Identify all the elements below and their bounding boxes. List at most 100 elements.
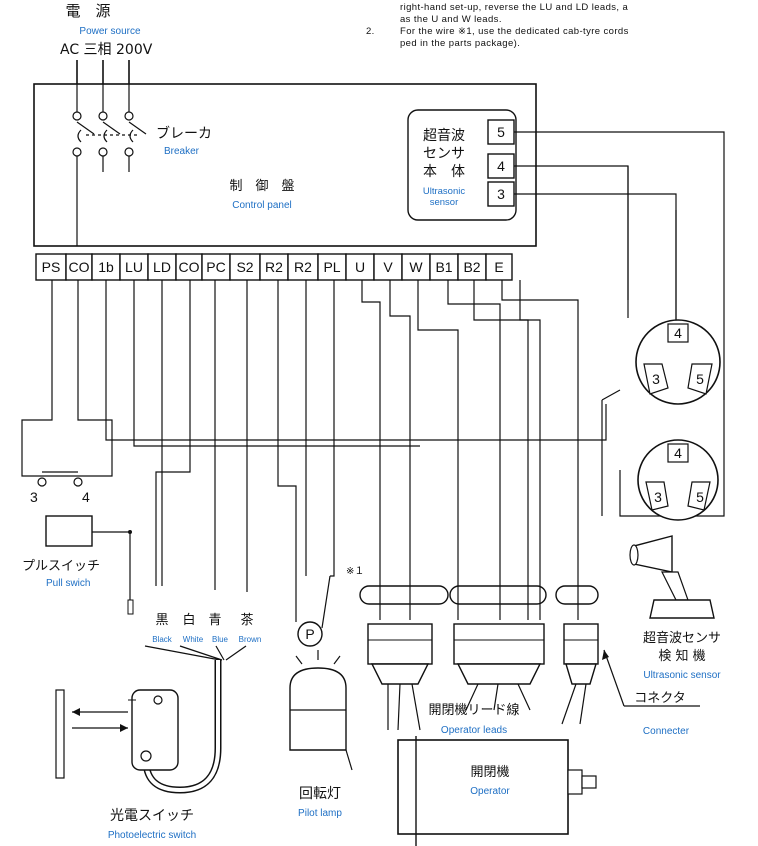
terminal-box-15	[457, 253, 487, 281]
connector-upper: 4 3 5	[635, 319, 721, 405]
sensor-body-jp-line-3: 本 体	[423, 164, 465, 180]
notes: right-hand set-up, reverse the LU and LD…	[366, 2, 629, 49]
operator-en-label: Operator	[470, 786, 510, 797]
terminal-box-16	[485, 253, 513, 281]
wire-color-brown-en: Brown	[239, 635, 262, 644]
power-source: 電 源 Power source AC 三相 200V	[60, 2, 153, 84]
note-line-3: For the wire ※1, use the dedicated cab-t…	[400, 26, 629, 37]
terminal-label-v: V	[383, 259, 393, 275]
sensor-body-en-line-1: Ultrasonic	[423, 186, 465, 197]
photo-switch-en-label: Photoelectric switch	[108, 830, 196, 841]
terminal-label-u: U	[355, 259, 365, 275]
sensor-terminal-3: 3	[497, 186, 505, 202]
ultrasonic-detector-jp-line-1: 超音波センサ	[643, 630, 721, 646]
power-source-en-label: Power source	[79, 26, 141, 37]
connector-lower: 4 3 5	[637, 439, 719, 521]
wire-color-blue-jp: 青	[208, 613, 221, 628]
note-line-2: as the U and W leads.	[400, 14, 502, 25]
sensor-body: 超音波 センサ 本 体 Ultrasonic sensor 5 4 3	[407, 109, 517, 221]
connecter-en-label: Connecter	[643, 726, 690, 737]
terminal-label-w: W	[409, 259, 423, 275]
wire-colors: 黒 白 青 茶 Black White Blue Brown	[144, 612, 262, 661]
terminal-label-s2: S2	[236, 259, 253, 275]
terminal-label-r2: R2	[294, 259, 312, 275]
terminal-label-1b: 1b	[98, 259, 114, 275]
connecter-callout: コネクタ Connecter	[602, 649, 700, 737]
note-line-4: ped in the parts package).	[400, 38, 520, 49]
power-source-jp-label: 電 源	[65, 2, 110, 20]
ultrasonic-detector-jp-line-2: 検 知 機	[658, 648, 705, 664]
connector-upper-pin-top: 4	[674, 325, 682, 341]
connector-lower-pin-top: 4	[674, 445, 682, 461]
breaker-en-label: Breaker	[164, 146, 200, 157]
connector-lower-pin-left: 3	[654, 489, 662, 505]
terminal-box-6	[201, 253, 231, 281]
sensor-body-jp-line-1: 超音波	[423, 127, 465, 144]
power-spec-label: AC 三相 200V	[60, 42, 153, 58]
terminal-label-ld: LD	[153, 259, 171, 275]
sensor-body-en-line-2: sensor	[430, 197, 459, 208]
pull-switch-pin-3: 3	[30, 489, 38, 505]
pull-switch-body	[45, 515, 93, 547]
sensor-terminal-5: 5	[497, 124, 505, 140]
terminal-label-lu: LU	[125, 259, 143, 275]
note-line-1: right-hand set-up, reverse the LU and LD…	[400, 2, 629, 13]
sensor-body-jp-line-2: センサ	[423, 146, 465, 162]
pilot-lamp-symbol: P	[305, 626, 314, 642]
wire-color-white-en: White	[183, 635, 204, 644]
terminal-label-b1: B1	[435, 259, 452, 275]
wire-color-blue-en: Blue	[212, 635, 229, 644]
control-panel-jp-label: 制 御 盤	[229, 179, 294, 194]
ultrasonic-detector-en-label: Ultrasonic sensor	[643, 670, 721, 681]
wire-color-black-en: Black	[152, 635, 173, 644]
terminal-box-7	[229, 253, 261, 281]
cable-clamps: ※１	[346, 566, 599, 605]
note-number-2: 2.	[366, 26, 375, 37]
control-panel-en-label: Control panel	[232, 200, 291, 211]
wire-color-brown-jp: 茶	[240, 612, 253, 628]
ultrasonic-detector: 超音波センサ 検 知 機 Ultrasonic sensor	[629, 535, 721, 681]
sensor-wires	[514, 131, 725, 517]
control-panel-box	[33, 83, 537, 247]
terminal-label-co: CO	[179, 259, 200, 275]
sensor-terminal-4: 4	[497, 158, 505, 174]
terminal-label-pc: PC	[206, 259, 225, 275]
terminal-box-12	[373, 253, 403, 281]
terminal-label-r2: R2	[265, 259, 283, 275]
pull-switch-jp-label: プルスイッチ	[22, 559, 100, 574]
photoelectric-switch: 光電スイッチ Photoelectric switch	[55, 660, 222, 841]
photo-switch-jp-label: 光電スイッチ	[110, 808, 194, 824]
wire-color-black-jp: 黒	[155, 613, 168, 628]
lead-connectors	[367, 623, 599, 731]
connector-upper-pin-right: 5	[696, 371, 704, 387]
pilot-lamp-jp-label: 回転灯	[299, 786, 341, 802]
pull-switch: 3 4 プルスイッチ Pull swich	[22, 471, 134, 615]
terminal-box-5	[175, 253, 203, 281]
pull-switch-en-label: Pull swich	[46, 578, 90, 589]
terminal-box-0	[35, 253, 67, 281]
operator-leads-jp-label: 開閉機リード線	[428, 702, 519, 718]
breaker-symbol: ブレーカ Breaker	[72, 84, 212, 246]
terminal-label-co: CO	[69, 259, 90, 275]
sensor-body-box	[407, 109, 517, 221]
operator-jp-label: 開閉機	[470, 765, 509, 780]
connector-lower-pin-right: 5	[696, 489, 704, 505]
wire-mark-1: ※１	[346, 566, 364, 577]
terminal-label-b2: B2	[463, 259, 480, 275]
connector-upper-pin-left: 3	[652, 371, 660, 387]
operator-leads-en-label: Operator leads	[441, 725, 507, 736]
pilot-lamp-en-label: Pilot lamp	[298, 808, 342, 819]
terminal-box-13	[401, 253, 431, 281]
terminal-label-pl: PL	[323, 259, 340, 275]
terminal-box-4	[147, 253, 177, 281]
pilot-lamp: P 回転灯 Pilot lamp	[289, 575, 353, 819]
connecter-jp-label: コネクタ	[634, 691, 685, 706]
breaker-jp-label: ブレーカ	[156, 125, 212, 142]
wire-color-white-jp: 白	[182, 612, 195, 628]
pull-switch-pin-4: 4	[82, 489, 90, 505]
operator: 開閉機リード線 Operator leads 開閉機 Operator	[397, 702, 597, 846]
terminal-label-e: E	[494, 259, 503, 275]
terminal-wires	[21, 280, 607, 620]
